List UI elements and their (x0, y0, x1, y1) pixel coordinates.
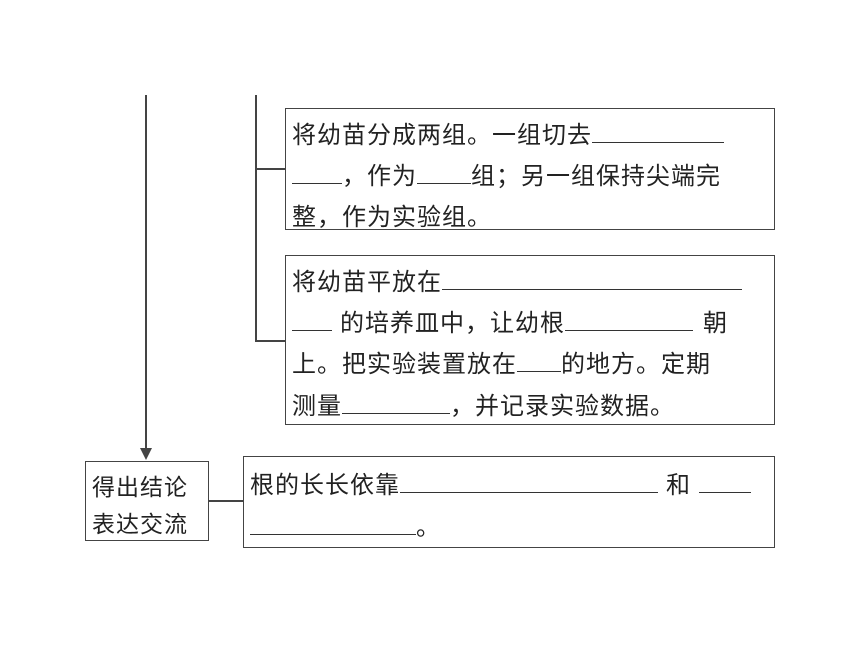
box1-line1-text: 将幼苗分成两组。一组切去 (292, 121, 592, 149)
bracket-branch-1 (255, 168, 285, 170)
box2-line4: 测量 ，并记录实验数据。 (292, 386, 675, 421)
flow-arrow-head (140, 448, 152, 460)
box1-line3-text: 整，作为实验组。 (292, 203, 492, 231)
box2-line4b-text: ，并记录实验数据。 (450, 392, 675, 420)
conclusion-line1b-text: 和 (666, 471, 691, 499)
conclusion-line1: 根的长长依靠 和 (250, 465, 751, 500)
blank-group-type[interactable] (417, 161, 471, 184)
blank-factor-2b[interactable] (250, 512, 416, 535)
blank-factor-1[interactable] (400, 470, 658, 493)
box2-line4a-text: 测量 (292, 392, 342, 420)
box2-line1: 将幼苗平放在 (292, 262, 742, 297)
conclusion-connector (209, 500, 243, 502)
box2-line3b-text: 的地方。定期 (561, 350, 711, 378)
bracket-vertical (255, 95, 257, 340)
box2-line1-text: 将幼苗平放在 (292, 268, 442, 296)
box2-line2a-text: 的培养皿中，让幼根 (340, 309, 565, 337)
box1-line2a-text: ，作为 (342, 162, 417, 190)
conclusion-line2: 。 (250, 507, 441, 542)
experiment-setup-box: 将幼苗平放在 的培养皿中，让幼根 朝 上。把实验装置放在 的地方。定期 测量 ，并记录… (285, 255, 775, 425)
control-group-box: 将幼苗分成两组。一组切去 ，作为 组；另一组保持尖端完 整，作为实验组。 (285, 108, 775, 232)
conclusion-line2-text: 。 (416, 513, 441, 541)
box1-line2: ，作为 组；另一组保持尖端完 (292, 156, 721, 191)
conclusion-box: 根的长长依靠 和 。 (243, 456, 775, 548)
blank-cut-part-a[interactable] (592, 120, 724, 143)
flow-arrow-line (145, 95, 147, 450)
box1-line1: 将幼苗分成两组。一组切去 (292, 115, 724, 150)
box2-line2b-text: 朝 (703, 309, 728, 337)
step-label-line2: 表达交流 (92, 512, 188, 538)
blank-cut-part-b[interactable] (292, 161, 342, 184)
step-label-box: 得出结论 表达交流 (85, 461, 209, 541)
box2-line3: 上。把实验装置放在 的地方。定期 (292, 344, 711, 379)
blank-dish-condition-a[interactable] (442, 267, 742, 290)
blank-factor-2a[interactable] (699, 470, 751, 493)
conclusion-line1a-text: 根的长长依靠 (250, 471, 400, 499)
blank-dish-condition-b[interactable] (292, 308, 332, 331)
blank-location[interactable] (517, 349, 561, 372)
box2-line2: 的培养皿中，让幼根 朝 (292, 303, 728, 338)
blank-measure[interactable] (342, 391, 450, 414)
bracket-branch-2 (255, 340, 285, 342)
box1-line3: 整，作为实验组。 (292, 197, 492, 232)
step-label-line1: 得出结论 (92, 475, 188, 501)
box2-line3a-text: 上。把实验装置放在 (292, 350, 517, 378)
box1-line2b-text: 组；另一组保持尖端完 (471, 162, 721, 190)
blank-root-direction[interactable] (565, 308, 693, 331)
